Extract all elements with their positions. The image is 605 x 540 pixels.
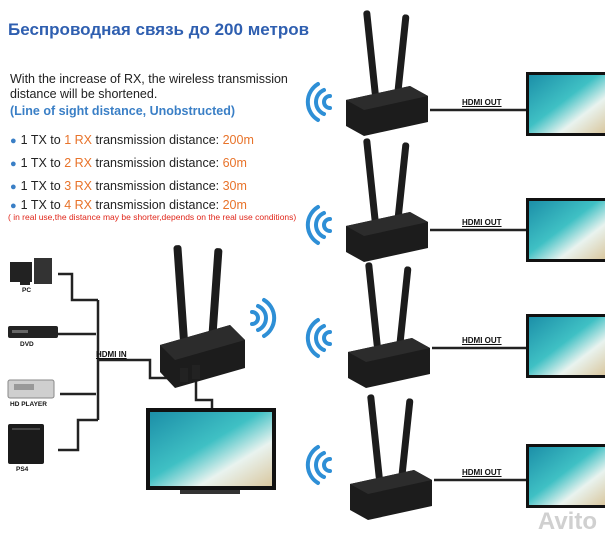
hdmi-out-label: HDMI OUT [462,98,502,107]
source-label-hd-player: HD PLAYER [10,401,47,408]
bullet-icon: ● [10,181,17,193]
receiver-device [348,262,430,388]
hdmi-out-label: HDMI OUT [462,336,502,345]
receiver-device [346,10,428,136]
bullet-icon: ● [10,135,17,147]
distance-row: ●1 TX to 1 RX transmission distance: 200… [10,133,254,147]
source-label-dvd: DVD [20,341,34,348]
bullet-icon: ● [10,158,17,170]
wifi-icon [305,82,332,122]
main-tv [146,408,276,494]
dvd-icon [8,326,58,338]
wifi-waves [250,82,332,485]
wifi-icon [305,318,332,358]
hd-player-icon [7,379,55,399]
transmitter-device [160,245,245,388]
real-use-note: ( in real use,the distance may be shorte… [8,212,297,222]
source-label-ps4: PS4 [16,466,29,473]
output-tv [526,444,605,508]
wifi-icon [305,445,332,485]
source-cables [56,272,172,452]
output-tv [526,72,605,136]
wifi-icon [250,298,277,338]
hdmi-in-label: HDMI IN [96,350,127,359]
avito-watermark: Avito [537,508,597,535]
output-cables [430,108,528,482]
hdmi-out-label: HDMI OUT [462,468,502,477]
distance-row: ●1 TX to 3 RX transmission distance: 30m [10,179,247,193]
receiver-device [346,138,428,262]
line-of-sight-note: (Line of sight distance, Unobstructed) [10,104,236,118]
hdmi-out-label: HDMI OUT [462,218,502,227]
ps4-icon [8,424,44,464]
distance-row: ●1 TX to 4 RX transmission distance: 20m [10,198,247,212]
pc-icon [10,258,52,285]
receiver-device [350,394,432,520]
page-title: Беспроводная связь до 200 метров [8,20,310,39]
bullet-icon: ● [10,200,17,212]
source-label-pc: PC [22,287,32,294]
output-tv [526,314,605,378]
intro-text: With the increase of RX, the wireless tr… [10,72,288,101]
wifi-icon [305,205,332,245]
distance-row: ●1 TX to 2 RX transmission distance: 60m [10,156,247,170]
output-tv [526,198,605,262]
